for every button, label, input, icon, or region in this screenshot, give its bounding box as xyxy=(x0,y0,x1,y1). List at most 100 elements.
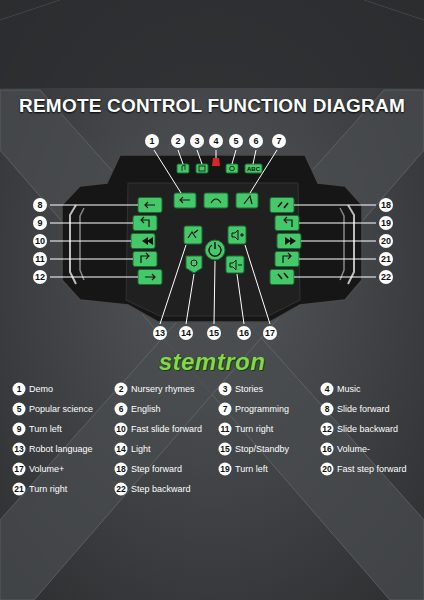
brand-logo: stemtron xyxy=(159,348,266,376)
legend-number: 12 xyxy=(321,423,334,436)
remote-button xyxy=(133,216,157,231)
remote-button xyxy=(275,216,299,231)
callout-number: 8 xyxy=(33,198,47,212)
callout-number: 21 xyxy=(379,252,393,266)
arrow-icon xyxy=(283,253,291,263)
function-name: English xyxy=(131,404,161,415)
arrow-icon xyxy=(284,217,292,227)
legend-number: 13 xyxy=(13,443,26,456)
leader-line xyxy=(301,241,376,242)
function-name: Stories xyxy=(235,384,263,395)
leader-line xyxy=(232,150,236,164)
remote-button xyxy=(275,252,299,267)
side-grip xyxy=(70,205,76,284)
function-name: Step forward xyxy=(131,464,182,475)
arrow-icon xyxy=(142,237,153,245)
legend-number: 4 xyxy=(321,383,334,396)
leader-line xyxy=(214,261,215,324)
leader-line xyxy=(299,259,376,260)
diagram-title: REMOTE CONTROL FUNCTION DIAGRAM xyxy=(19,95,405,117)
legend-number: 10 xyxy=(115,423,128,436)
side-grip xyxy=(80,208,84,280)
callout-number: 11 xyxy=(33,252,47,266)
leader-line xyxy=(160,245,186,324)
remote-button xyxy=(177,164,189,173)
callout-number: 3 xyxy=(190,134,204,148)
function-name: Music xyxy=(337,384,361,395)
leader-line xyxy=(186,274,194,324)
leader-lines xyxy=(50,150,376,324)
callout-number: 6 xyxy=(249,134,263,148)
arrow-icon xyxy=(180,197,190,203)
step-icon xyxy=(278,202,288,208)
side-grip xyxy=(348,205,354,284)
function-name: Demo xyxy=(29,384,53,395)
arrow-icon xyxy=(141,253,149,263)
leader-line xyxy=(50,223,133,224)
callout-number: 7 xyxy=(272,134,286,148)
function-name: Turn right xyxy=(235,424,273,435)
book-icon xyxy=(199,166,205,171)
side-grip xyxy=(340,208,344,280)
legend-number: 15 xyxy=(219,443,232,456)
function-name: Slide forward xyxy=(337,404,390,415)
remote-button xyxy=(186,256,202,273)
legend-number: 19 xyxy=(219,463,232,476)
leader-line xyxy=(299,223,376,224)
legend-number: 6 xyxy=(115,403,128,416)
arrow-icon xyxy=(145,202,155,208)
deco-line xyxy=(0,0,60,20)
callout-number: 13 xyxy=(153,326,167,340)
function-name: Volume+ xyxy=(29,464,64,475)
legend-number: 17 xyxy=(13,463,26,476)
function-name: Slide backward xyxy=(337,424,398,435)
legend-number: 20 xyxy=(321,463,334,476)
legend-number: 7 xyxy=(219,403,232,416)
callout-number: 16 xyxy=(237,326,251,340)
callout-number: 15 xyxy=(207,326,221,340)
wave-icon xyxy=(211,199,221,203)
x-plate xyxy=(0,90,424,600)
remote-button xyxy=(133,252,157,267)
callout-number: 5 xyxy=(229,134,243,148)
legend-number: 14 xyxy=(115,443,128,456)
remote-button xyxy=(236,193,258,208)
leader-line xyxy=(245,245,270,324)
function-name: Light xyxy=(131,444,151,455)
remote-button xyxy=(270,198,294,213)
antenna-light xyxy=(212,158,220,166)
x-plate xyxy=(0,90,424,600)
legend-number: 21 xyxy=(13,483,26,496)
function-name: Step backward xyxy=(131,484,191,495)
remote-face xyxy=(126,183,300,316)
arrow-icon xyxy=(145,274,155,280)
remote-button xyxy=(277,234,301,249)
callout-number: 2 xyxy=(171,134,185,148)
deco-line xyxy=(364,0,424,20)
leader-line xyxy=(294,205,376,206)
remote-button xyxy=(226,164,238,173)
arrow-icon xyxy=(141,217,149,227)
legend-number: 2 xyxy=(115,383,128,396)
function-name: Popular science xyxy=(29,404,93,415)
leader-line xyxy=(50,259,133,260)
callout-number: 9 xyxy=(33,216,47,230)
remote-button xyxy=(184,226,202,244)
callout-number: 12 xyxy=(33,270,47,284)
legend-number: 3 xyxy=(219,383,232,396)
function-name: Turn left xyxy=(29,424,62,435)
arrow-icon xyxy=(285,237,296,245)
legend-number: 9 xyxy=(13,423,26,436)
remote-body xyxy=(62,155,362,322)
function-name: Volume- xyxy=(337,444,370,455)
bulb-icon xyxy=(191,260,197,266)
leader-line xyxy=(50,241,131,242)
remote-button xyxy=(245,164,262,173)
robot-icon xyxy=(188,230,198,238)
remote-button xyxy=(228,226,246,244)
callout-number: 17 xyxy=(263,326,277,340)
callout-number: 14 xyxy=(179,326,193,340)
